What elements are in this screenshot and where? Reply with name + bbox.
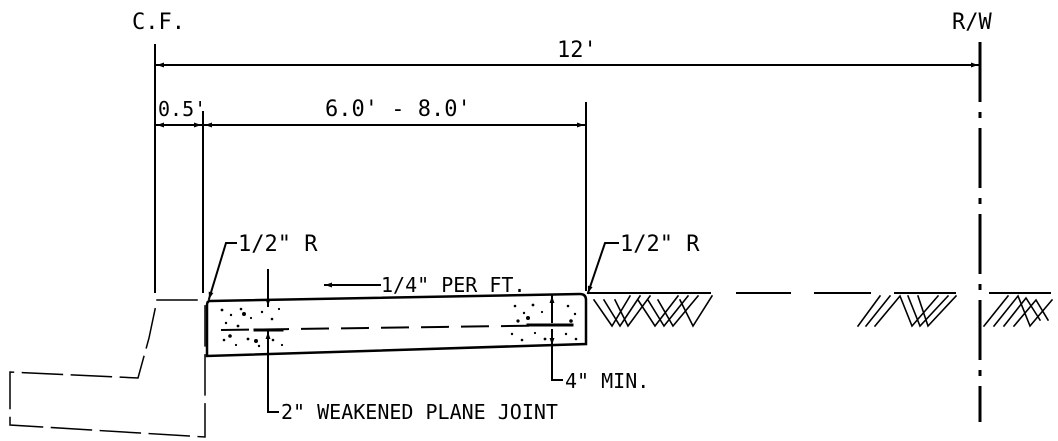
radius-left-leader <box>207 242 237 301</box>
right-of-way-label: R/W <box>952 10 992 35</box>
offset-label: 0.5' <box>158 97 206 121</box>
curb-and-gutter <box>9 299 206 438</box>
earth-hatching <box>592 294 1054 328</box>
concrete-stipple <box>220 303 578 348</box>
joint-label: 2" WEAKENED PLANE JOINT <box>281 400 558 424</box>
walk-width-label: 6.0' - 8.0' <box>325 97 471 122</box>
sidewalk-slab <box>205 292 588 358</box>
radius-right-leader <box>586 242 619 295</box>
slope-label: 1/4" PER FT. <box>381 273 526 297</box>
min-thickness-leader <box>551 344 563 381</box>
radius-left-label: 1/2" R <box>238 232 318 257</box>
radius-right-label: 1/2" R <box>620 232 700 257</box>
min-thickness-label: 4" MIN. <box>565 369 649 393</box>
total-width-label: 12' <box>557 38 597 63</box>
joint-leader <box>267 394 279 413</box>
curb-face-label: C.F. <box>132 10 185 35</box>
